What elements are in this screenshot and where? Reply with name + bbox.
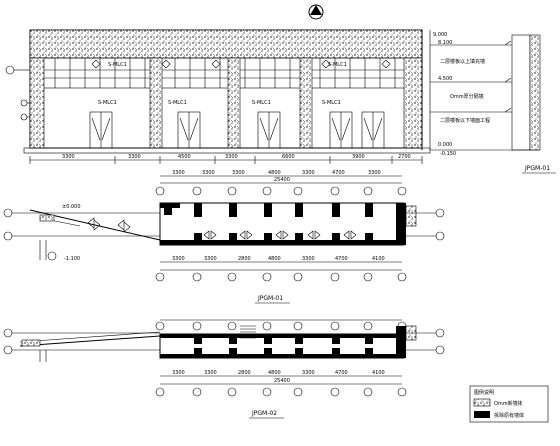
panel-label: S-MLC1 (252, 100, 271, 106)
legend-item-label: Omm新墙体 (494, 400, 523, 407)
dim-label: 6600 (282, 154, 295, 160)
panel-label: S-MLC1 (108, 62, 127, 68)
level-label: ±0.000 (62, 204, 81, 210)
level-label: 9.000 (433, 32, 447, 38)
left-level-markers (5, 65, 30, 121)
dim-label: 2800 (238, 370, 251, 376)
upper-window-mullions (30, 58, 422, 88)
plan1-top-dims: 3300 3300 3300 4800 3300 4700 3300 25400 (172, 170, 381, 183)
plan2-axis-bubbles-bottom (155, 387, 407, 397)
level-label: 8.100 (438, 40, 452, 46)
legend-item-label: 拆除原有墙体 (494, 412, 524, 419)
dim-label: 4700 (332, 170, 345, 176)
dim-label: 3300 (302, 256, 315, 262)
plan1-right-detail (404, 205, 445, 241)
dim-label: 3300 (302, 170, 315, 176)
legend-swatch-solid (474, 411, 490, 418)
elevation-pilasters (29, 57, 423, 149)
plan1-axis-bubbles-bottom (155, 272, 407, 282)
plan2-columns (160, 326, 406, 358)
dim-label: 4800 (268, 170, 281, 176)
wall-section-strip (421, 30, 541, 151)
dim-label: 3300 (128, 154, 141, 160)
overall-dim-label: 25400 (274, 378, 290, 384)
wall-note: Omm厚分隔墙 (450, 93, 484, 100)
window-tag-markers (91, 59, 391, 69)
section-tag: JPGM-01 (522, 165, 556, 174)
wall-note: 二层楼板以下墙面工程 (440, 117, 490, 124)
plan2-axis-bubbles-top (155, 321, 407, 331)
plan2-stair (240, 325, 256, 339)
wall-note: 二层楼板以上填充墙 (440, 58, 485, 65)
section-marker-symbol (308, 4, 324, 20)
dim-label: 3900 (352, 154, 365, 160)
dim-label: 3300 (172, 370, 185, 376)
panel-label: S-MLC1 (168, 100, 187, 106)
plan1-door-swings (203, 230, 357, 240)
level-label: 4.500 (438, 76, 452, 82)
dim-label: 3300 (204, 370, 217, 376)
plan-view-1: 3300 3300 3300 4800 3300 4700 3300 25400… (3, 170, 445, 304)
dim-label: 4100 (372, 370, 385, 376)
legend-title: 图例说明 (474, 389, 494, 396)
dim-label: 4800 (268, 256, 281, 262)
ground-line (23, 147, 431, 154)
upper-window-band (29, 57, 423, 89)
elevation-view: S-MLC1 S-MLC1 S-MLC1 S-MLC1 S-MLC1 S-MLC… (5, 4, 556, 174)
level-labels: 9.000 8.100 4.500 0.000 -0.150 (433, 32, 456, 157)
level-label: 0.000 (438, 142, 452, 148)
plan2-title: JPGM-02 (251, 410, 277, 417)
plan1-columns (160, 203, 406, 245)
overall-dim-label: 25400 (274, 177, 290, 183)
dim-label: 4700 (335, 370, 348, 376)
dim-label: 2800 (238, 256, 251, 262)
wall-notes: 二层楼板以上填充墙 Omm厚分隔墙 二层楼板以下墙面工程 (440, 58, 490, 124)
dim-label: 3300 (225, 154, 238, 160)
dim-label: 4800 (268, 370, 281, 376)
plan1-ramp: ±0.000 -1.100 (3, 204, 161, 262)
plan2-ramp (3, 328, 161, 362)
parapet-band (29, 29, 423, 59)
dim-label: 4100 (372, 256, 385, 262)
plan1-bottom-dims: 3300 3300 2800 4800 3300 4700 4100 (172, 256, 385, 262)
dim-label: 3300 (62, 154, 75, 160)
section-tag-label: JPGM-01 (524, 165, 550, 172)
legend-swatch-hatch (473, 398, 491, 407)
plan2-right-detail (404, 325, 445, 355)
plan2-bottom-dims: 3300 3300 2800 4800 3300 4700 4100 25400 (172, 370, 385, 384)
elevation-dimensions: 3300 3300 4500 3300 6600 3900 2700 (29, 154, 423, 164)
panel-label: S-MLC1 (322, 100, 341, 106)
dim-label: 4500 (178, 154, 191, 160)
dim-label: 3300 (232, 170, 245, 176)
panel-label: S-MLC1 (98, 100, 117, 106)
dim-label: 3300 (368, 170, 381, 176)
dim-label: 4700 (335, 256, 348, 262)
plan-view-2: 3300 3300 2800 4800 3300 4700 4100 25400… (3, 319, 445, 419)
legend-box: 图例说明 Omm新墙体 拆除原有墙体 (469, 385, 549, 423)
level-label: -1.100 (64, 256, 80, 262)
dim-label: 2700 (398, 154, 411, 160)
dim-label: 3300 (172, 256, 185, 262)
panel-label: S-MLC1 (328, 62, 347, 68)
dim-label: 3300 (202, 170, 215, 176)
panel-labels: S-MLC1 S-MLC1 S-MLC1 S-MLC1 S-MLC1 S-MLC… (98, 62, 347, 106)
plan1-axis-bubbles-top (155, 186, 407, 196)
dim-label: 3300 (302, 370, 315, 376)
level-label: -0.150 (440, 151, 456, 157)
dim-label: 3300 (172, 170, 185, 176)
plan1-title: JPGM-01 (257, 295, 283, 302)
dim-label: 3300 (204, 256, 217, 262)
